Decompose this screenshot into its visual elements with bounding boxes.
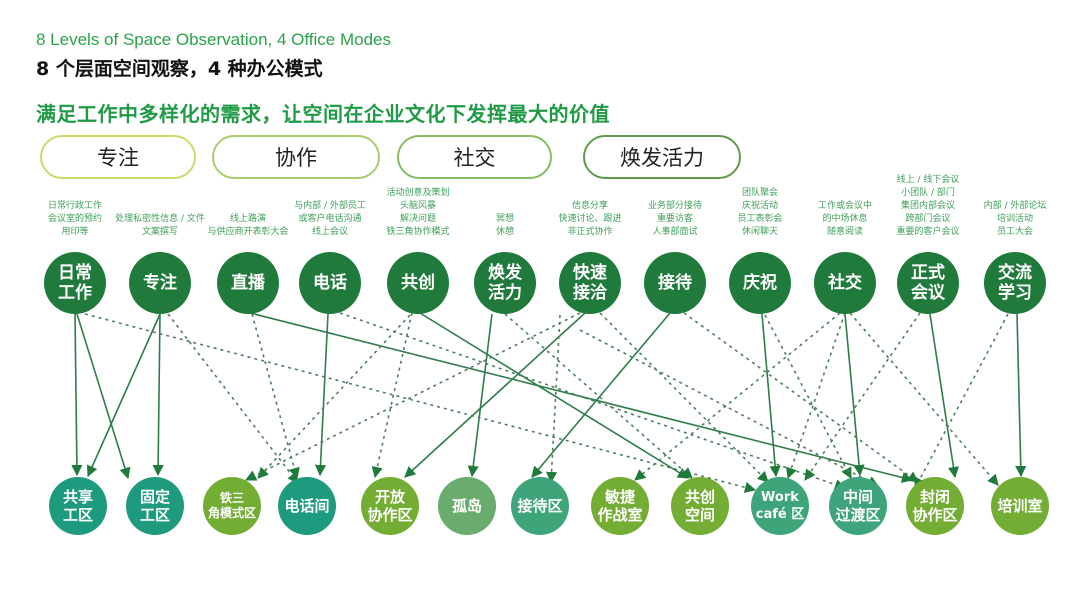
activity-node-celebration: 庆祝 bbox=[729, 252, 791, 314]
space-node-open-collab: 开放 协作区 bbox=[361, 477, 419, 535]
activity-node-quick-contact: 快速 接洽 bbox=[559, 252, 621, 314]
activity-node-revitalize: 焕发 活力 bbox=[474, 252, 536, 314]
activity-desc: 线上 / 线下会议 小团队 / 部门 集团内部会议 跨部门会议 重要的客户会议 bbox=[896, 175, 960, 237]
activity-desc: 冥想 休憩 bbox=[495, 214, 515, 237]
activity-desc: 处理私密性信息 / 文件 文案撰写 bbox=[115, 214, 205, 237]
activity-node-reception: 接待 bbox=[644, 252, 706, 314]
chinese-title: 8 个层面空间观察，4 种办公模式 bbox=[36, 58, 323, 80]
activity-node-co-create: 共创 bbox=[387, 252, 449, 314]
space-node-phone-booth: 电话间 bbox=[278, 477, 336, 535]
space-node-iron-triangle: 铁三 角模式区 bbox=[203, 477, 261, 535]
activity-desc: 线上路演 与供应商开表彰大会 bbox=[207, 214, 289, 237]
mode-label: 专注 bbox=[97, 146, 139, 170]
space-node-fixed-workspace: 固定 工区 bbox=[126, 477, 184, 535]
activity-desc: 团队聚会 庆祝活动 员工表彰会 休闲聊天 bbox=[737, 188, 783, 237]
activity-node-social: 社交 bbox=[814, 252, 876, 314]
space-node-work-cafe: Work café 区 bbox=[751, 477, 809, 535]
activity-node-focus: 专注 bbox=[129, 252, 191, 314]
space-node-training-room: 培训室 bbox=[991, 477, 1049, 535]
mode-label: 协作 bbox=[275, 146, 317, 170]
space-node-agile-room: 敏捷 作战室 bbox=[591, 477, 649, 535]
activity-node-phone: 电话 bbox=[299, 252, 361, 314]
activity-desc: 信息分享 快速讨论、跟进 非正式协作 bbox=[558, 201, 622, 237]
activity-node-daily-work: 日常 工作 bbox=[44, 252, 106, 314]
activity-node-livestream: 直播 bbox=[217, 252, 279, 314]
activity-desc: 日常行政工作 会议室的预约 用印等 bbox=[47, 201, 103, 237]
space-node-reception-area: 接待区 bbox=[511, 477, 569, 535]
mode-revitalize: 焕发活力 bbox=[583, 135, 741, 179]
activity-desc: 与内部 / 外部员工 或客户电话沟通 线上会议 bbox=[294, 201, 366, 237]
space-node-co-create-space: 共创 空间 bbox=[671, 477, 729, 535]
activity-node-formal-meeting: 正式 会议 bbox=[897, 252, 959, 314]
space-node-transition: 中间 过渡区 bbox=[829, 477, 887, 535]
space-node-island: 孤岛 bbox=[438, 477, 496, 535]
subtitle: 满足工作中多样化的需求，让空间在企业文化下发挥最大的价值 bbox=[36, 102, 610, 126]
activity-desc: 内部 / 外部论坛 培训活动 员工大会 bbox=[983, 201, 1047, 237]
space-node-closed-collab: 封闭 协作区 bbox=[906, 477, 964, 535]
mode-social: 社交 bbox=[397, 135, 552, 179]
space-node-shared-workspace: 共享 工区 bbox=[49, 477, 107, 535]
mode-collaboration: 协作 bbox=[212, 135, 380, 179]
english-title: 8 Levels of Space Observation, 4 Office … bbox=[36, 30, 391, 49]
mode-focus: 专注 bbox=[40, 135, 196, 179]
activity-node-learning: 交流 学习 bbox=[984, 252, 1046, 314]
activity-desc: 业务部分接待 重要访客 人事部面试 bbox=[647, 201, 703, 237]
mode-label: 社交 bbox=[453, 146, 496, 170]
mode-label: 焕发活力 bbox=[620, 146, 704, 170]
activity-desc: 活动创意及策划 头脑风暴 解决问题 铁三角协作模式 bbox=[386, 188, 450, 237]
activity-desc: 工作或会议中 的中场休息 随意阅读 bbox=[817, 201, 873, 237]
